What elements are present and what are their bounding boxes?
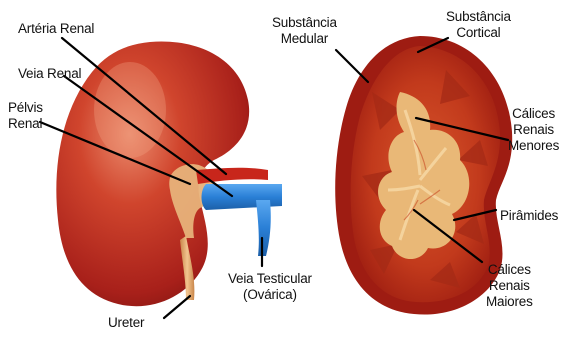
label-arteria-renal: Artéria Renal [18, 21, 94, 37]
kidney-highlight [94, 62, 166, 158]
label-veia-testicular-line1: Veia Testicular [228, 271, 312, 287]
label-calices-menores-line2: Renais [508, 122, 559, 138]
external-kidney [56, 42, 282, 307]
label-calices-maiores: Cálices Renais Maiores [486, 262, 533, 310]
label-calices-maiores-line3: Maiores [486, 294, 533, 310]
label-substancia-medular: Substância Medular [272, 15, 337, 47]
label-piramides: Pirâmides [500, 208, 558, 224]
label-veia-renal: Veia Renal [18, 66, 81, 82]
label-calices-maiores-line2: Renais [486, 278, 533, 294]
label-pelvis-renal: Pélvis Renal [8, 100, 43, 132]
label-substancia-cortical: Substância Cortical [446, 9, 511, 41]
label-substancia-medular-line1: Substância [272, 15, 337, 31]
testicular-vein-shape [256, 200, 271, 256]
label-veia-testicular-line2: (Ovárica) [228, 287, 312, 303]
label-substancia-cortical-line1: Substância [446, 9, 511, 25]
label-substancia-cortical-line2: Cortical [446, 25, 511, 41]
renal-artery-shape [196, 168, 268, 184]
label-calices-menores-line1: Cálices [508, 106, 559, 122]
label-substancia-medular-line2: Medular [272, 31, 337, 47]
leader-substancia-medular [336, 50, 368, 82]
label-pelvis-renal-line2: Renal [8, 116, 43, 132]
label-veia-testicular: Veia Testicular (Ovárica) [228, 271, 312, 303]
label-pelvis-renal-line1: Pélvis [8, 100, 43, 116]
label-calices-menores: Cálices Renais Menores [508, 106, 559, 154]
label-calices-menores-line3: Menores [508, 138, 559, 154]
label-calices-maiores-line1: Cálices [486, 262, 533, 278]
label-ureter: Ureter [108, 315, 144, 331]
